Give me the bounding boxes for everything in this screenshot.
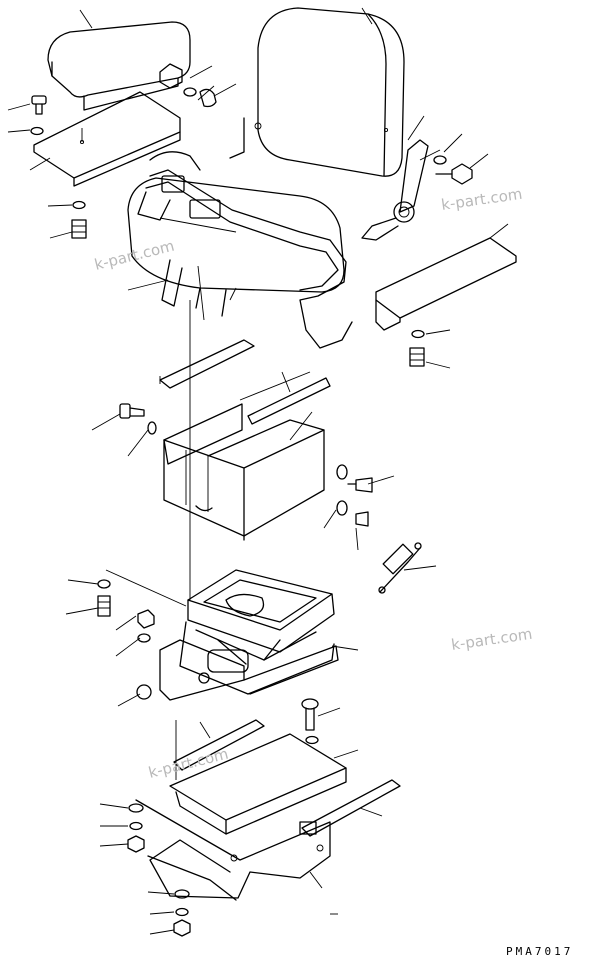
- seat-belt: [127, 169, 353, 349]
- base-frame: [135, 799, 331, 901]
- suspension-unit: [159, 569, 359, 701]
- slide-rail-left: [173, 719, 265, 771]
- drawing-code: PMA7017: [506, 945, 573, 958]
- watermark-1: k-part.com: [440, 185, 523, 214]
- assembly-axis-line: [175, 300, 191, 780]
- bolt-group-upper-left: [7, 95, 87, 239]
- recline-lever: [361, 115, 489, 241]
- bolt-lower-right: [301, 698, 341, 745]
- seat-cushion: [127, 151, 345, 317]
- bolt-group-middle-left: [65, 569, 187, 707]
- watermark-4: k-part.com: [147, 745, 231, 782]
- box-bolts-right: [323, 464, 395, 551]
- seat-rail-upper: [159, 339, 331, 425]
- right-armrest: [375, 223, 517, 369]
- watermark-3: k-part.com: [450, 625, 533, 654]
- support-box: [163, 371, 325, 541]
- slide-rail-right: [299, 779, 401, 837]
- nut-washer-armrest: [159, 63, 237, 108]
- left-armrest: [47, 9, 191, 111]
- mounting-plate: [169, 733, 359, 835]
- backrest: [229, 7, 405, 177]
- watermark-2: k-part.com: [93, 237, 177, 274]
- bolt-group-lower-left: [99, 803, 338, 937]
- box-bolts-left: [91, 403, 157, 457]
- left-armrest-bracket: [33, 91, 181, 187]
- shock-damper: [378, 542, 437, 594]
